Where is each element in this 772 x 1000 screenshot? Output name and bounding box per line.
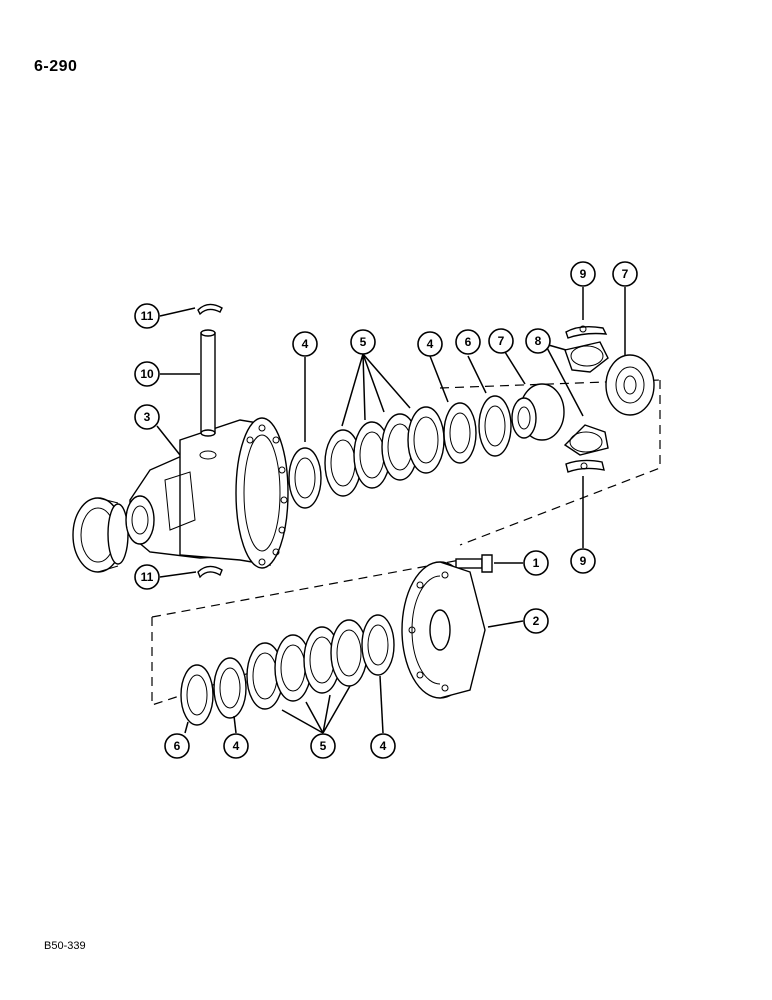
svg-text:9: 9 xyxy=(580,554,587,568)
svg-text:7: 7 xyxy=(622,267,629,281)
callout-4-lower-right: 4 xyxy=(370,733,396,759)
side-gear xyxy=(511,383,565,441)
bearing-cone xyxy=(72,497,129,573)
callout-2: 2 xyxy=(523,608,549,634)
svg-text:5: 5 xyxy=(320,739,327,753)
callout-9-bottom: 9 xyxy=(570,548,596,574)
callout-7-right: 7 xyxy=(612,261,638,287)
svg-text:10: 10 xyxy=(140,367,154,381)
page-number: 6-290 xyxy=(34,58,78,75)
svg-text:1: 1 xyxy=(533,556,540,570)
callout-4-lower-left: 4 xyxy=(223,733,249,759)
svg-text:3: 3 xyxy=(144,410,151,424)
svg-text:2: 2 xyxy=(533,614,540,628)
svg-text:11: 11 xyxy=(141,309,154,323)
svg-text:4: 4 xyxy=(427,337,434,351)
svg-text:8: 8 xyxy=(535,334,542,348)
differential-case xyxy=(125,417,289,569)
side-gear-large xyxy=(605,354,655,416)
svg-text:6: 6 xyxy=(174,739,181,753)
thrust-washer-top xyxy=(565,325,608,339)
callout-4-upper-right: 4 xyxy=(417,331,443,357)
svg-text:9: 9 xyxy=(580,267,587,281)
callout-8: 8 xyxy=(525,328,551,354)
callout-5-lower: 5 xyxy=(310,733,336,759)
callout-11-top: 11 xyxy=(134,303,160,329)
leader-lines xyxy=(156,287,626,734)
callout-5-upper: 5 xyxy=(350,329,376,355)
svg-text:4: 4 xyxy=(380,739,387,753)
callout-6-upper: 6 xyxy=(455,329,481,355)
svg-text:7: 7 xyxy=(498,334,505,348)
snap-ring-bottom xyxy=(197,565,223,579)
lower-clutch-pack xyxy=(180,614,395,726)
thrust-washer-bottom xyxy=(565,459,605,473)
cross-shaft xyxy=(200,329,216,437)
callout-11-bottom: 11 xyxy=(134,564,160,590)
case-cover-flange xyxy=(401,561,486,699)
svg-text:4: 4 xyxy=(233,739,240,753)
svg-text:5: 5 xyxy=(360,335,367,349)
svg-text:4: 4 xyxy=(302,337,309,351)
assembly-dashed-outline xyxy=(151,379,661,706)
callout-10: 10 xyxy=(134,361,160,387)
drawing-code: B50-339 xyxy=(44,940,86,952)
snap-ring-top xyxy=(197,303,223,316)
svg-text:6: 6 xyxy=(465,335,472,349)
callout-3: 3 xyxy=(134,404,160,430)
callout-1: 1 xyxy=(523,550,549,576)
callout-6-lower: 6 xyxy=(164,733,190,759)
pinion-gear-bottom xyxy=(563,424,609,456)
pinion-gear-top xyxy=(564,341,609,373)
bolt xyxy=(455,554,493,573)
callout-9-top: 9 xyxy=(570,261,596,287)
callout-4-upper-left: 4 xyxy=(292,331,318,357)
callout-7-side-gear: 7 xyxy=(488,328,514,354)
upper-clutch-pack xyxy=(288,395,512,509)
svg-text:11: 11 xyxy=(141,570,154,584)
